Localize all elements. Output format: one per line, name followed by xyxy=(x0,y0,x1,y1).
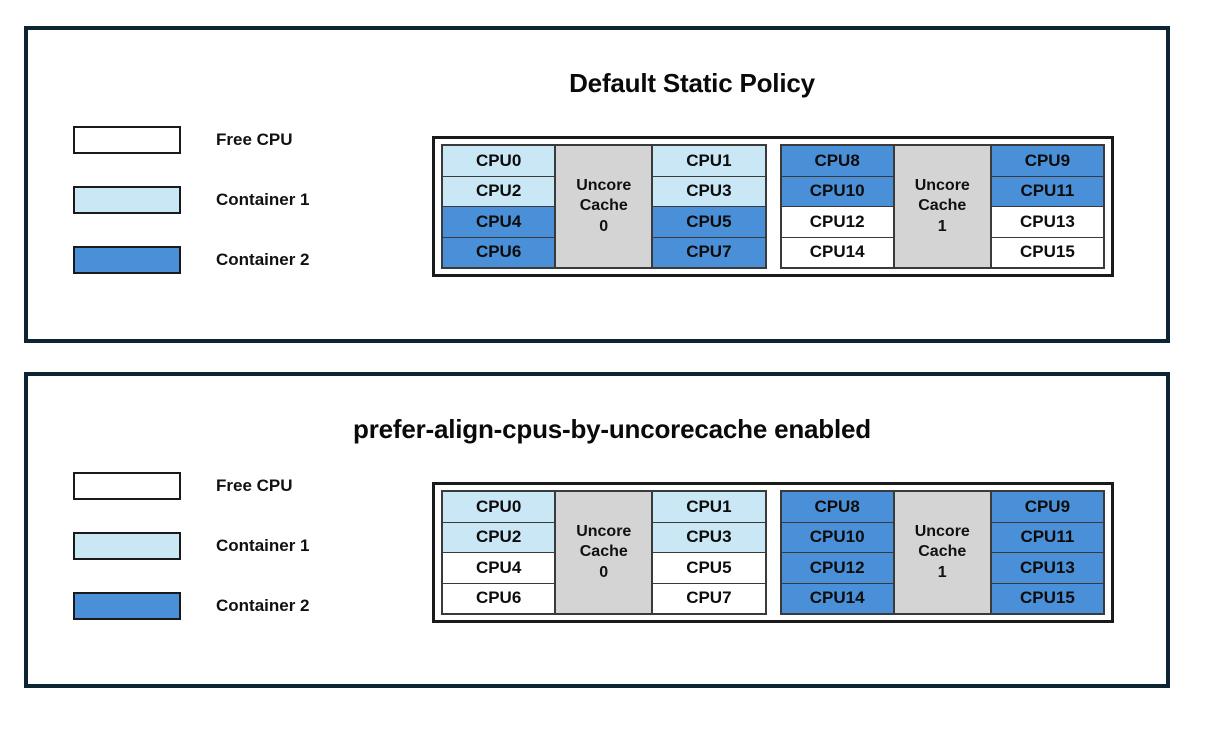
cpu-cell-cpu6: CPU6 xyxy=(443,237,555,267)
cpu-cell-cpu8: CPU8 xyxy=(781,146,893,177)
legend-swatch-container1 xyxy=(73,532,181,560)
cpu-cell-cpu9: CPU9 xyxy=(991,492,1103,523)
legend-swatch-container1 xyxy=(73,186,181,214)
cpu-cell-cpu2: CPU2 xyxy=(443,522,555,553)
legend-swatch-free xyxy=(73,126,181,154)
uncore-cache-label-line: 1 xyxy=(937,217,947,235)
cpu-cell-cpu1: CPU1 xyxy=(653,146,765,177)
cpu-cell-cpu15: CPU15 xyxy=(991,237,1103,267)
legend-item: Container 1 xyxy=(73,186,310,214)
cpu-cell-cpu10: CPU10 xyxy=(781,176,893,207)
legend-label: Container 1 xyxy=(216,190,310,209)
cpu-cell-cpu7: CPU7 xyxy=(653,237,765,267)
cpu-cell-cpu14: CPU14 xyxy=(781,237,893,267)
uncore-cache-label-line: Cache xyxy=(918,543,967,561)
uncore-cache-label-line: Cache xyxy=(579,197,628,215)
cpu-cell-cpu0: CPU0 xyxy=(443,492,555,523)
uncore-cache-label-line: Uncore xyxy=(914,522,970,540)
legend-label: Free CPU xyxy=(216,130,293,149)
cpu-cell-cpu11: CPU11 xyxy=(991,522,1103,553)
cpu-cell-cpu4: CPU4 xyxy=(443,207,555,238)
cpu-cell-cpu14: CPU14 xyxy=(781,583,893,613)
uncore-cache-label-line: Cache xyxy=(579,543,628,561)
uncore-cache-label-line: 0 xyxy=(599,217,609,235)
page-title: Default Static Policy xyxy=(569,68,815,98)
uncore-cache-label-line: Cache xyxy=(918,197,967,215)
panel-prefer-align-cpus-by-uncorecache: prefer-align-cpus-by-uncorecache enabled… xyxy=(24,372,1170,688)
uncore-cache-label-line: 0 xyxy=(599,563,609,581)
cpu-cell-cpu6: CPU6 xyxy=(443,583,555,613)
cpu-cell-cpu11: CPU11 xyxy=(991,176,1103,207)
cpu-cell-cpu12: CPU12 xyxy=(781,553,893,584)
cpu-cell-cpu5: CPU5 xyxy=(653,553,765,584)
panel-default-static-policy: Default Static Policy Free CPU Container … xyxy=(24,26,1170,343)
legend: Free CPU Container 1 Container 2 xyxy=(73,472,310,652)
cpu-cell-cpu10: CPU10 xyxy=(781,522,893,553)
cpu-cell-cpu13: CPU13 xyxy=(991,553,1103,584)
cpu-cell-cpu7: CPU7 xyxy=(653,583,765,613)
uncore-cache-label-line: 1 xyxy=(937,563,947,581)
cpu-cell-cpu15: CPU15 xyxy=(991,583,1103,613)
legend-label: Container 1 xyxy=(216,536,310,555)
legend-swatch-container2 xyxy=(73,592,181,620)
legend-label: Container 2 xyxy=(216,596,310,615)
legend-item: Container 2 xyxy=(73,592,310,620)
legend-label: Free CPU xyxy=(216,476,293,495)
uncore-cache-label-line: Uncore xyxy=(914,176,970,194)
cpu-cell-cpu0: CPU0 xyxy=(443,146,555,177)
legend-swatch-container2 xyxy=(73,246,181,274)
legend-item: Container 1 xyxy=(73,532,310,560)
uncore-cache-label-line: Uncore xyxy=(576,176,632,194)
cpu-cell-cpu5: CPU5 xyxy=(653,207,765,238)
cpu-cell-cpu2: CPU2 xyxy=(443,176,555,207)
legend-item: Container 2 xyxy=(73,246,310,274)
cpu-cell-cpu3: CPU3 xyxy=(653,522,765,553)
legend-item: Free CPU xyxy=(73,472,310,500)
legend: Free CPU Container 1 Container 2 xyxy=(73,126,310,306)
cpu-cell-cpu9: CPU9 xyxy=(991,146,1103,177)
legend-swatch-free xyxy=(73,472,181,500)
cpu-cell-cpu8: CPU8 xyxy=(781,492,893,523)
page-title: prefer-align-cpus-by-uncorecache enabled xyxy=(353,414,871,444)
cpu-cell-cpu1: CPU1 xyxy=(653,492,765,523)
uncore-cache-label-line: Uncore xyxy=(576,522,632,540)
cpu-cell-cpu4: CPU4 xyxy=(443,553,555,584)
cpu-cell-cpu12: CPU12 xyxy=(781,207,893,238)
legend-item: Free CPU xyxy=(73,126,310,154)
cpu-cell-cpu13: CPU13 xyxy=(991,207,1103,238)
legend-label: Container 2 xyxy=(216,250,310,269)
cpu-cell-cpu3: CPU3 xyxy=(653,176,765,207)
